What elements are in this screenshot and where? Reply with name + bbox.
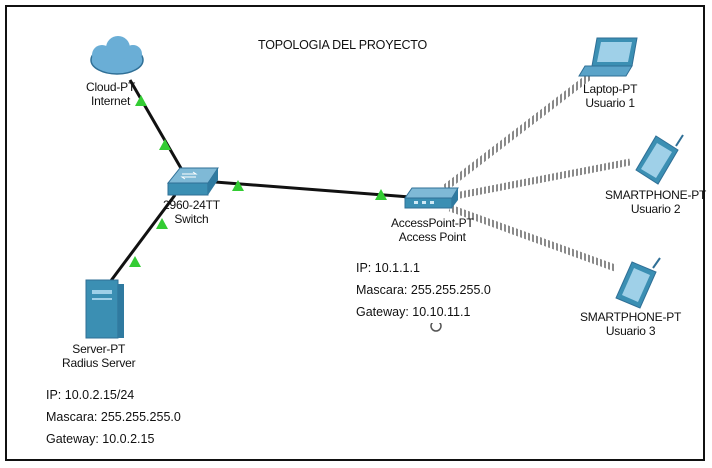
device-model: SMARTPHONE-PT [580,310,682,324]
device-model: Cloud-PT [86,80,136,94]
link-status-up-icon [232,180,244,191]
server-ip: IP: 10.0.2.15/24 [46,388,135,402]
wireless-link-phone2[interactable] [454,158,631,200]
switch-icon[interactable] [166,167,219,196]
link-cloud-switch[interactable] [128,79,184,171]
device-label-ap[interactable]: AccessPoint-PT Access Point [391,216,474,244]
device-label-phone3[interactable]: SMARTPHONE-PT Usuario 3 [580,310,681,338]
ap-mask: Mascara: 255.255.255.0 [356,283,491,297]
link-status-up-icon [129,256,141,267]
link-status-up-icon [156,218,168,229]
laptop-icon[interactable] [578,37,638,77]
device-model: 2960-24TT [163,198,220,212]
server-gateway: Gateway: 10.0.2.15 [46,432,155,446]
device-label-server[interactable]: Server-PT Radius Server [62,342,136,370]
smartphone-icon[interactable] [635,134,684,185]
device-label-cloud[interactable]: Cloud-PT Internet [86,80,135,108]
wireless-link-phone3[interactable] [448,204,617,272]
page-title: TOPOLOGIA DEL PROYECTO [258,38,428,52]
device-label-switch[interactable]: 2960-24TT Switch [163,198,220,226]
device-name: Usuario 2 [630,202,681,216]
device-name: Switch [174,212,209,226]
device-name: Usuario 3 [605,324,656,338]
server-icon[interactable] [85,279,124,339]
device-model: AccessPoint-PT [391,216,474,230]
wireless-link-laptop[interactable] [442,73,593,191]
device-label-laptop[interactable]: Laptop-PT Usuario 1 [583,82,637,110]
server-mask: Mascara: 255.255.255.0 [46,410,181,424]
cloud-icon[interactable] [90,36,144,75]
device-name: Access Point [398,230,466,244]
device-name: Internet [91,94,131,108]
device-name: Radius Server [62,356,136,370]
link-status-up-icon [375,189,387,200]
device-model: Server-PT [72,342,126,356]
link-switch-server[interactable] [108,194,177,283]
link-status-up-icon [159,139,171,150]
device-label-phone2[interactable]: SMARTPHONE-PT Usuario 2 [605,188,706,216]
device-model: Laptop-PT [583,82,638,96]
server-info-note[interactable]: IP: 10.0.2.15/24 Mascara: 255.255.255.0 … [46,384,181,450]
smartphone-icon[interactable] [615,257,661,309]
ap-gateway: Gateway: 10.10.11.1 [356,305,471,319]
link-switch-ap[interactable] [214,180,411,199]
ap-info-note[interactable]: IP: 10.1.1.1 Mascara: 255.255.255.0 Gate… [356,257,510,323]
ap-ip: IP: 10.1.1.1 [356,261,420,275]
access-point-icon[interactable] [404,187,459,209]
device-model: SMARTPHONE-PT [605,188,707,202]
device-name: Usuario 1 [585,96,635,110]
link-status-up-icon [135,95,147,106]
